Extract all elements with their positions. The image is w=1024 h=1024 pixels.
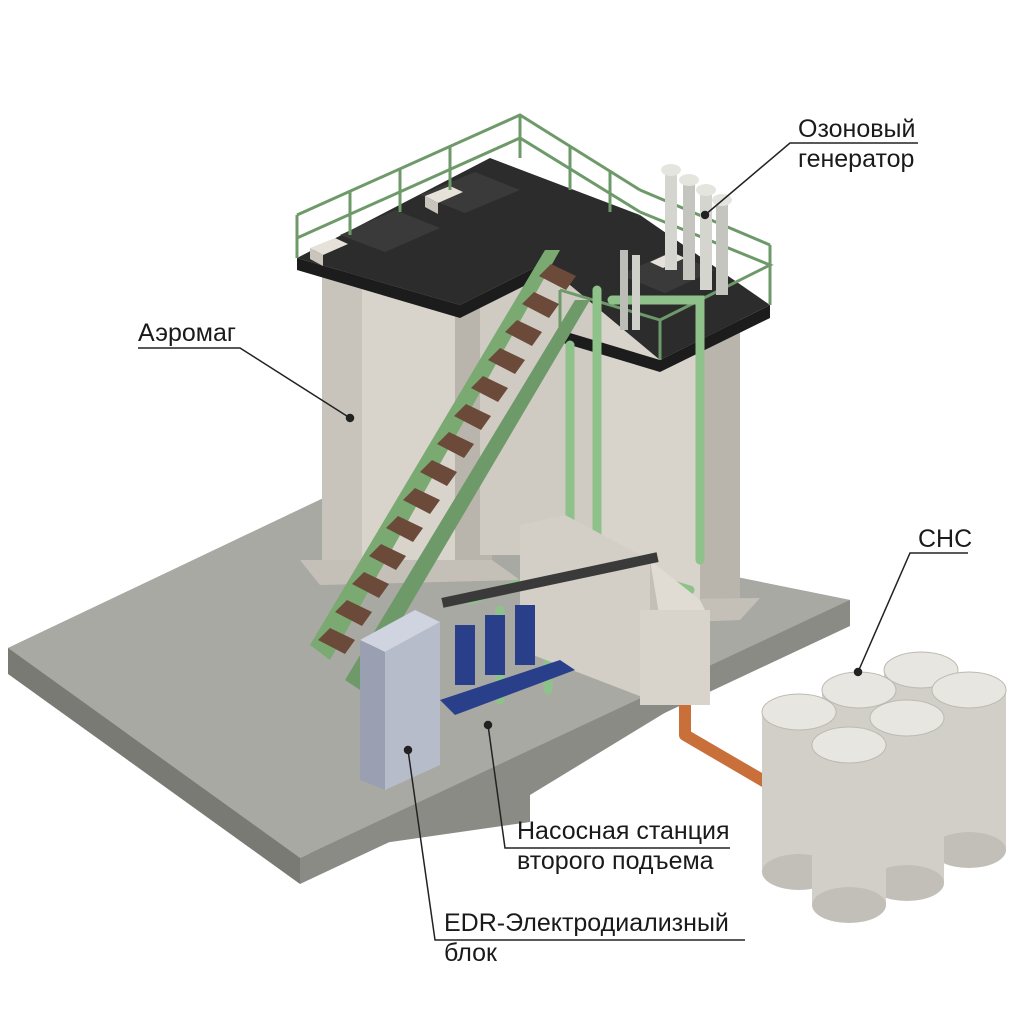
pump-station [440,515,710,715]
leader-ozone [704,142,918,216]
stair-steps [318,264,576,654]
label-edr-line2: блок [444,939,497,967]
leader-edr [407,749,745,941]
label-ozone-line1: Озоновый [798,115,916,143]
pump-3 [515,605,535,665]
leader-snc [857,552,968,673]
leader-pump [487,724,730,849]
pump-2 [485,615,505,675]
label-ozone-generator: Озоновый генератор [798,114,915,174]
leader-aeromag [138,347,351,419]
label-pump-line1: Насосная станция [517,817,730,845]
snc-tanks [761,651,1007,923]
snc-cylinder [811,726,887,923]
snc-cylinder [931,671,1007,868]
leader-lines [138,142,968,941]
label-pump-station: Насосная станция второго подъема [517,816,730,876]
label-edr-line1: EDR-Электродиализный [444,909,729,937]
edr-cabinet [360,610,440,790]
label-aeromag: Аэромаг [138,319,236,347]
label-edr-block: EDR-Электродиализный блок [444,908,729,968]
pump-1 [455,625,475,685]
label-pump-line2: второго подъема [517,847,714,875]
staircase [310,250,590,690]
label-snc: СНС [918,525,973,553]
tank-roof [297,158,770,372]
label-ozone-line2: генератор [798,145,915,173]
